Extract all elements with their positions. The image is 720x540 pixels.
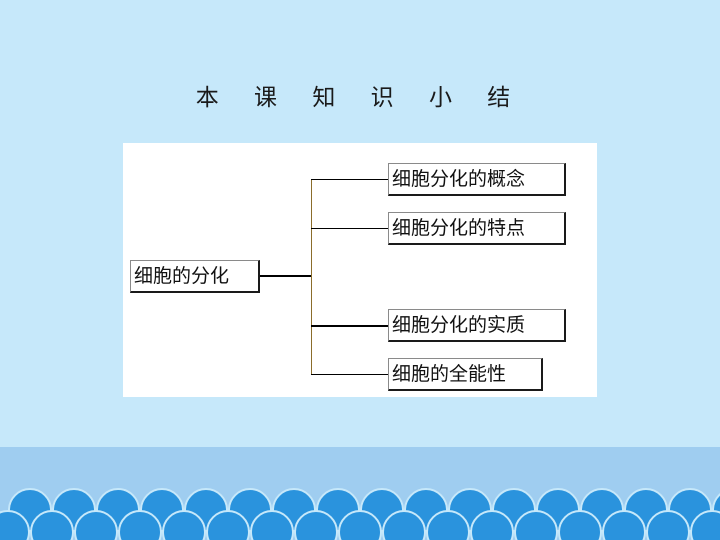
wave-circle [30, 510, 74, 540]
wave-circle [514, 510, 558, 540]
root-node: 细胞的分化 [130, 260, 260, 293]
child-node-essence: 细胞分化的实质 [388, 309, 566, 342]
wave-circle [250, 510, 294, 540]
slide-title: 本 课 知 识 小 结 [195, 85, 525, 111]
branch-line-3 [311, 325, 389, 327]
wave-circle [426, 510, 470, 540]
branch-line-4 [311, 374, 389, 375]
child-node-totipotency: 细胞的全能性 [388, 358, 543, 391]
wave-circle [118, 510, 162, 540]
root-connector [260, 275, 312, 277]
wave-circle [74, 510, 118, 540]
wave-decoration [0, 488, 720, 540]
wave-circle [602, 510, 646, 540]
wave-circle [206, 510, 250, 540]
wave-circle [470, 510, 514, 540]
wave-circle [646, 510, 690, 540]
wave-circle [294, 510, 338, 540]
branch-line-2 [311, 228, 389, 229]
wave-circle [558, 510, 602, 540]
wave-circle [382, 510, 426, 540]
diagram-panel: 细胞的分化 细胞分化的概念 细胞分化的特点 细胞分化的实质 细胞的全能性 [123, 143, 597, 397]
wave-circle [0, 510, 30, 540]
wave-circle [162, 510, 206, 540]
branch-line-1 [311, 179, 389, 180]
child-node-features: 细胞分化的特点 [388, 212, 566, 245]
child-node-concept: 细胞分化的概念 [388, 163, 566, 196]
wave-circle [690, 510, 720, 540]
trunk-line [311, 179, 312, 375]
wave-circle [338, 510, 382, 540]
